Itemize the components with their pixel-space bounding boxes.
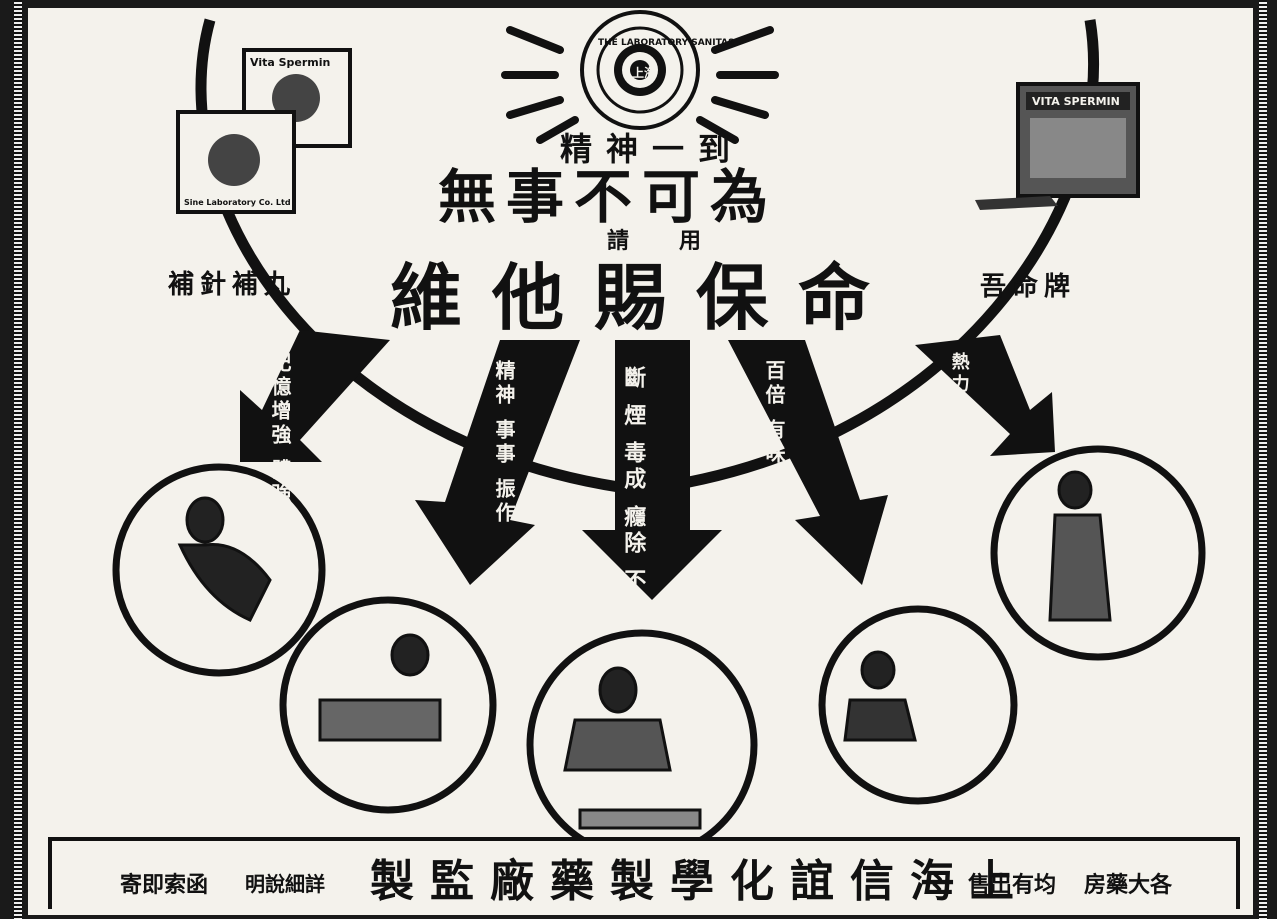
scene-figures: [177, 470, 1112, 830]
arrow-4: [728, 340, 888, 585]
footer-maker: 製監廠藥製學化誼信海上: [370, 856, 1030, 907]
arrow-2: [415, 340, 580, 585]
headline-small: 精神一到: [560, 130, 745, 168]
arrow-1: [240, 330, 390, 462]
benefit-text-1: 記憶增強 體強: [268, 352, 292, 507]
logo-text-top: THE LABORATORY SANITAS: [598, 38, 735, 48]
company-seal-logo: [580, 10, 700, 130]
benefit-text-2: 精神 事事 振作: [492, 360, 516, 526]
arrow-3: [582, 340, 722, 600]
brand-name: 維他賜保命: [390, 255, 901, 340]
right-product-label: 吾命牌: [980, 272, 1077, 302]
footer-bar: [48, 837, 1240, 909]
please-use-label: 請用: [607, 228, 752, 254]
logo-text-bottom: 上海: [632, 66, 657, 80]
right-product-box: [975, 82, 1140, 210]
benefit-text-3: 斷 煙 毒成 癮除 不須: [620, 366, 647, 621]
right-box-label: VITA SPERMIN: [1032, 95, 1120, 108]
benefit-arrows: [240, 330, 1055, 600]
left-box-label-2: Sine Laboratory Co. Ltd: [184, 198, 291, 207]
footer-stores: 房藥大各: [1084, 872, 1173, 898]
sunburst-rays: [501, 26, 779, 144]
left-box-label-1: Vita Spermin: [250, 56, 331, 69]
benefit-text-4: 百倍 有味 增加: [762, 360, 786, 526]
left-product-boxes: [176, 48, 352, 214]
footer-mail-note: 寄即索函: [120, 872, 209, 898]
left-product-label: 補針補丸: [168, 270, 297, 300]
headline-big: 無事不可為: [438, 163, 779, 231]
footer-sold-at: 售出有均: [968, 872, 1057, 898]
benefit-text-5: 熱力 充沛 靠得: [948, 352, 970, 505]
footer-detail-note: 明說細詳: [245, 872, 325, 896]
arrow-5: [915, 335, 1055, 456]
